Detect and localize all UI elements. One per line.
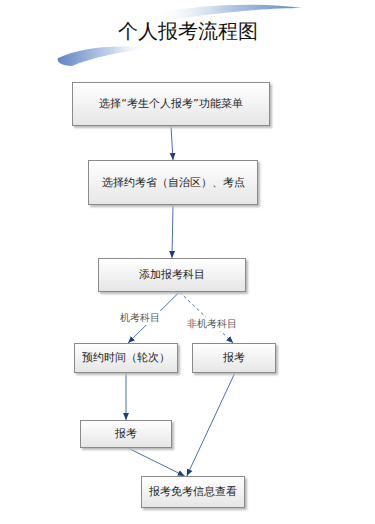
box-text: 报考 (223, 351, 245, 364)
box-text: 报考 (115, 427, 137, 440)
process-box: 预约时间（轮次） (74, 343, 178, 373)
flow-arrow (171, 126, 173, 160)
edge-label: 非机考科目 (185, 317, 239, 331)
process-box: 选择“考生个人报考”功能菜单 (72, 82, 270, 126)
box-text: 选择“考生个人报考”功能菜单 (99, 97, 242, 110)
box-text: 添加报考科目 (139, 268, 205, 281)
flow-arrow (128, 448, 185, 476)
process-box: 报考免考信息查看 (141, 476, 245, 508)
box-text: 选择约考省（自治区）、考点 (102, 176, 245, 189)
diagram-title: 个人报考流程图 (0, 18, 375, 45)
edge-label: 机考科目 (118, 311, 162, 325)
process-box: 添加报考科目 (98, 258, 246, 292)
box-text: 报考免考信息查看 (149, 485, 237, 498)
process-box: 报考 (192, 343, 276, 373)
flow-arrow (126, 373, 127, 420)
flow-arrow (172, 205, 173, 258)
process-box: 报考 (80, 420, 172, 448)
flow-arrow (187, 373, 235, 476)
box-text: 预约时间（轮次） (82, 351, 170, 364)
process-box: 选择约考省（自治区）、考点 (88, 160, 258, 205)
